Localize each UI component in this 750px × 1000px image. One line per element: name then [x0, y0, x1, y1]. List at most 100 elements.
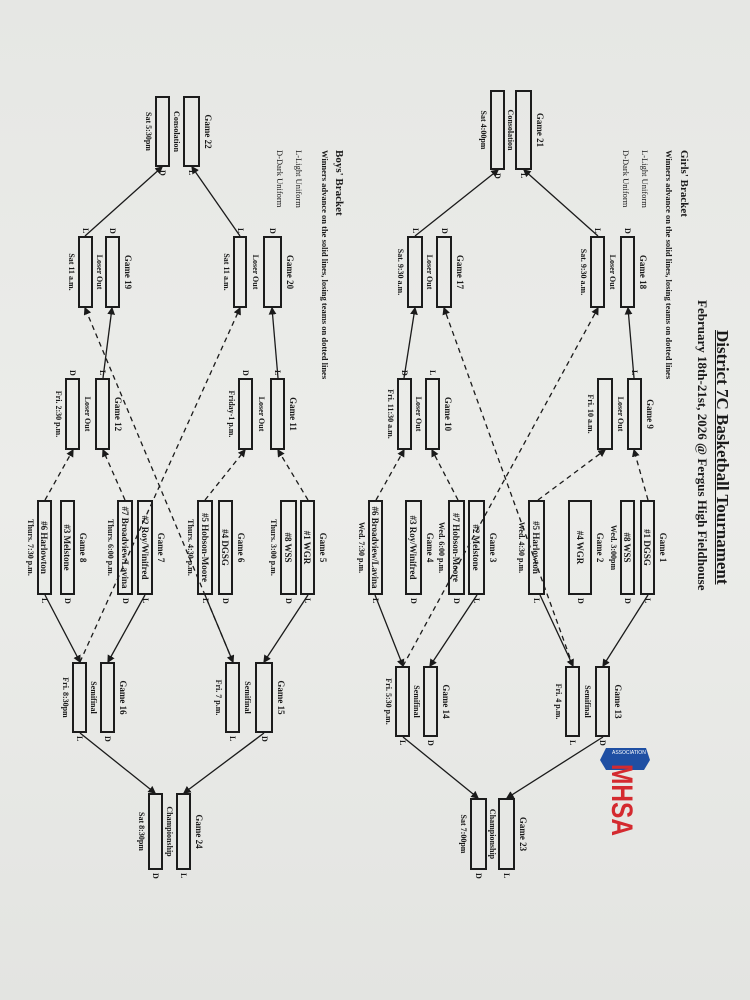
game-type-label: Loser Out [83, 396, 93, 432]
game-time: Friday-1 p.m. [227, 390, 236, 438]
team-slot [425, 378, 440, 450]
team-slot: #8 WSS [280, 500, 297, 595]
uniform-letter: L [630, 370, 640, 376]
uniform-letter: D [121, 598, 130, 604]
team-slot [255, 662, 273, 733]
game-label: Game 23 [518, 816, 528, 852]
svg-text:ASSOCIATION: ASSOCIATION [612, 750, 646, 756]
uniform-letter: D [260, 736, 269, 742]
winner-path-line [539, 594, 574, 668]
game-type-label: Semifinal [89, 681, 99, 714]
uniform-letter: L [228, 736, 238, 742]
mhsa-logo: ASSOCIATION MHSA [598, 740, 652, 840]
game-time: Fri. 11:30 a.m. [386, 389, 395, 439]
uniform-letter: D [241, 370, 251, 376]
game-label: Game 3 [488, 532, 498, 563]
team-slot [176, 793, 191, 870]
team-slot: #4 DGSG [218, 500, 233, 595]
winner-path-line [429, 594, 478, 668]
team-slot [627, 378, 642, 450]
loser-path-line [204, 448, 246, 501]
uniform-letter: D [623, 228, 633, 234]
winner-path-line [403, 306, 418, 379]
team-slot: #2 Roy/Winifred [137, 500, 153, 595]
game-label: Game 4 [425, 532, 435, 563]
winner-path-line [414, 169, 500, 237]
game-label: Game 6 [236, 532, 246, 563]
winner-path-line [624, 306, 635, 379]
team-slot: #7 Broadview/Lavina [117, 500, 133, 595]
uniform-letter: D [598, 740, 608, 746]
game-time: Sat 5:30pm [144, 112, 153, 151]
uniform-letter: D [151, 873, 161, 879]
loser-path-line [402, 306, 599, 667]
game-type-label: Semifinal [412, 685, 422, 718]
team-slot [407, 236, 423, 308]
uniform-letter: D [426, 740, 436, 746]
uniform-letter: L [179, 873, 189, 879]
winner-path-line [182, 732, 265, 794]
game-label: Game 2 [595, 532, 605, 563]
uniform-letter: L [411, 228, 420, 234]
winner-path-line [79, 732, 157, 794]
game-time: Sat 4:00pm [479, 110, 488, 150]
game-label: Game 10 [443, 396, 453, 432]
game-time: Sat 11 a.m. [222, 253, 231, 291]
team-slot [72, 662, 87, 733]
winner-path-line [84, 166, 163, 237]
uniform-letter: L [75, 736, 85, 742]
game-time: Fri. 2:30 p.m. [54, 390, 63, 438]
team-slot: #6 Broadview/Lavina [368, 500, 383, 595]
loser-path-line [631, 448, 649, 501]
uniform-letter: L [273, 370, 283, 376]
game-time: Fri. 4 p.m. [554, 683, 563, 720]
loser-path-line [431, 448, 459, 501]
team-slot: #1 WGR [300, 500, 315, 595]
uniform-letter: D [284, 598, 294, 604]
game-type-label: Loser Out [257, 396, 267, 432]
uniform-letter: L [643, 598, 653, 604]
game-time: Fri. 10 a.m. [586, 394, 595, 434]
team-slot [78, 236, 93, 308]
uniform-letter: L [532, 598, 542, 604]
game-label: Game 9 [645, 399, 655, 429]
team-slot [105, 236, 120, 308]
team-slot [397, 378, 412, 450]
team-slot: #7 Hobson-Moore [448, 500, 465, 595]
team-slot [395, 666, 410, 737]
team-slot [498, 798, 515, 870]
loser-path-line [537, 449, 607, 501]
game-type-label: Semifinal [583, 685, 593, 718]
team-slot: #5 Hobson-Moore [197, 500, 213, 595]
team-slot: #6 Harlowton [37, 500, 52, 595]
game-label: Game 1 [658, 532, 668, 563]
winner-path-line [602, 594, 649, 668]
winner-path-line [505, 736, 604, 799]
game-type-label: Loser Out [414, 396, 424, 432]
uniform-letter: D [623, 598, 633, 604]
game-label: Game 15 [276, 680, 286, 715]
uniform-letter: D [576, 598, 585, 604]
loser-path-line [375, 448, 405, 501]
game-time: Wed. 7:30 p.m. [357, 521, 366, 574]
uniform-letter: L [98, 370, 108, 376]
game-label: Game 7 [156, 532, 166, 563]
uniform-letter: L [81, 228, 91, 234]
uniform-letter: D [63, 598, 73, 604]
uniform-letter: L [593, 228, 603, 234]
winner-path-line [523, 169, 599, 237]
team-slot [100, 662, 115, 733]
loser-path-line [277, 448, 309, 501]
winner-path-line [263, 594, 309, 664]
game-type-label: Championship [488, 808, 498, 860]
game-type-label: Championship [165, 806, 175, 857]
uniform-letter: L [303, 598, 313, 604]
game-time: Fri. 7 p.m. [214, 679, 223, 716]
game-label: Game 22 [203, 114, 213, 149]
svg-text:MHSA: MHSA [605, 764, 638, 836]
uniform-letter: L [187, 170, 197, 176]
game-label: Game 18 [638, 254, 648, 290]
winner-path-line [102, 306, 116, 379]
